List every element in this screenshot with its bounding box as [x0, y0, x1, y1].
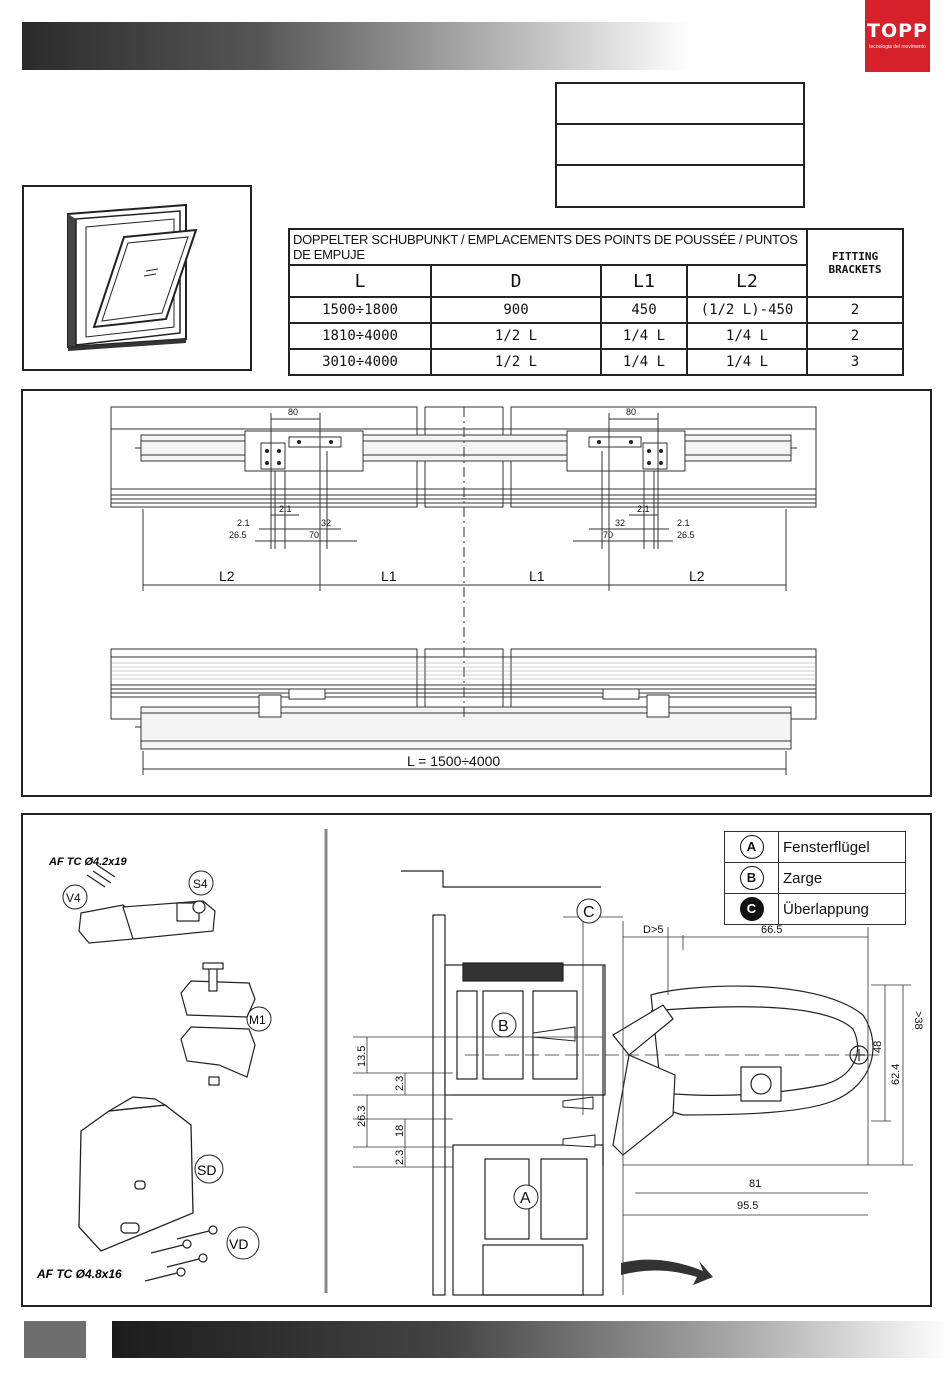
title-block-row — [557, 125, 803, 166]
dim-95-5: 95.5 — [737, 1200, 758, 1212]
table-cell: 1/4 L — [686, 322, 808, 350]
dim-26-5-left: 26.5 — [229, 530, 247, 540]
title-block-row — [557, 166, 803, 207]
table-cell: 1/4 L — [600, 348, 688, 376]
part-v4: V4 — [66, 891, 81, 905]
col-header: L — [288, 264, 432, 298]
section-svg: V4 S4 AF TC Ø4.2x19 M1 SD — [36, 829, 924, 1296]
label-b: B — [498, 1018, 509, 1035]
dim-48: 48 — [872, 1041, 884, 1053]
section-and-parts-panel: V4 S4 AF TC Ø4.2x19 M1 SD — [21, 813, 932, 1307]
dim-38: >38 — [912, 1011, 924, 1030]
footer-gradient-bar — [112, 1321, 950, 1358]
legend-row: C Überlappung — [724, 893, 906, 925]
legend-row: A Fensterflügel — [724, 831, 906, 863]
vd-screw-spec: AF TC Ø4.8x16 — [36, 1267, 122, 1281]
part-s4: S4 — [193, 877, 208, 891]
label-l1-left: L1 — [381, 568, 397, 584]
legend-key: C — [739, 897, 764, 921]
dim-32-right: 32 — [615, 518, 625, 528]
table-cell: 450 — [600, 296, 688, 324]
dim-2-1-outer-right: 2.1 — [677, 518, 690, 528]
fitting-brackets-header: FITTING BRACKETS — [806, 228, 904, 298]
dim-80-right: 80 — [626, 407, 636, 417]
legend-key: A — [739, 835, 764, 859]
part-m1: M1 — [249, 1013, 266, 1027]
dim-32-left: 32 — [321, 518, 331, 528]
dim-80-left: 80 — [288, 407, 298, 417]
col-header: L1 — [600, 264, 688, 298]
dim-62-4: 62.4 — [890, 1064, 902, 1085]
dim-2-3-top: 2.3 — [394, 1076, 406, 1091]
title-block — [555, 82, 805, 208]
legend-label: Zarge — [778, 862, 906, 894]
label-l1-right: L1 — [529, 568, 545, 584]
table-cell: 2 — [806, 296, 904, 324]
legend-key: B — [739, 866, 764, 890]
table-header: DOPPELTER SCHUBPUNKT / EMPLACEMENTS DES … — [288, 228, 808, 266]
table-cell: 1/4 L — [686, 348, 808, 376]
dim-26-3: 26.3 — [356, 1106, 368, 1127]
overall-length: L = 1500÷4000 — [407, 753, 500, 769]
col-header: L2 — [686, 264, 808, 298]
dim-2-1-outer-left: 2.1 — [237, 518, 250, 528]
title-block-row — [557, 84, 803, 125]
window-illustration — [22, 185, 252, 371]
legend-table: A Fensterflügel B Zarge C Überlappung — [724, 831, 906, 925]
dim-70-right: 70 — [603, 530, 613, 540]
tilt-window-icon — [67, 203, 198, 351]
v4-screw-spec: AF TC Ø4.2x19 — [48, 856, 128, 868]
legend-row: B Zarge — [724, 862, 906, 894]
footer-page-block — [24, 1321, 86, 1358]
table-cell: 1500÷1800 — [288, 296, 432, 324]
table-cell: (1/2 L)-450 — [686, 296, 808, 324]
brand-logo: TOPP tecnologia del movimento — [865, 0, 930, 72]
table-cell: 1/2 L — [430, 348, 602, 376]
legend-label: Überlappung — [778, 893, 906, 925]
brand-name: TOPP — [867, 20, 928, 42]
dim-70-left: 70 — [309, 530, 319, 540]
label-l2-left: L2 — [219, 568, 235, 584]
dim-2-1-left: 2.1 — [279, 504, 292, 514]
brand-tagline: tecnologia del movimento — [869, 44, 926, 50]
label-c: C — [583, 904, 595, 921]
label-a: A — [520, 1190, 531, 1207]
legend-label: Fensterflügel — [778, 831, 906, 863]
dim-26-5-right: 26.5 — [677, 530, 695, 540]
table-cell: 3010÷4000 — [288, 348, 432, 376]
table-row: 1500÷1800 900 450 (1/2 L)-450 2 — [288, 296, 904, 324]
push-points-table: DOPPELTER SCHUBPUNKT / EMPLACEMENTS DES … — [288, 228, 904, 376]
bracket-layout-drawing: 80 80 2.1 2.1 2.1 2.1 32 32 26.5 26.5 70… — [21, 389, 932, 797]
dim-2-3-bottom: 2.3 — [394, 1150, 406, 1165]
table-cell: 1/2 L — [430, 322, 602, 350]
dim-66-5: 66.5 — [761, 924, 782, 936]
header-gradient-bar — [22, 22, 692, 70]
dim-d5: D>5 — [643, 924, 664, 936]
dim-13-5: 13.5 — [356, 1046, 368, 1067]
table-cell: 1/4 L — [600, 322, 688, 350]
part-sd: SD — [197, 1162, 216, 1178]
table-row: 1810÷4000 1/2 L 1/4 L 1/4 L 2 — [288, 322, 904, 350]
table-cell: 2 — [806, 322, 904, 350]
table-cell: 3 — [806, 348, 904, 376]
table-row: 3010÷4000 1/2 L 1/4 L 1/4 L 3 — [288, 348, 904, 376]
label-l2-right: L2 — [689, 568, 705, 584]
part-vd: VD — [229, 1236, 248, 1252]
bracket-layout-svg: 80 80 2.1 2.1 2.1 2.1 32 32 26.5 26.5 70… — [110, 406, 817, 775]
table-cell: 1810÷4000 — [288, 322, 432, 350]
dim-2-1-right: 2.1 — [637, 504, 650, 514]
table-cell: 900 — [430, 296, 602, 324]
dim-18: 18 — [394, 1125, 406, 1137]
dim-81: 81 — [749, 1178, 761, 1190]
col-header: D — [430, 264, 602, 298]
